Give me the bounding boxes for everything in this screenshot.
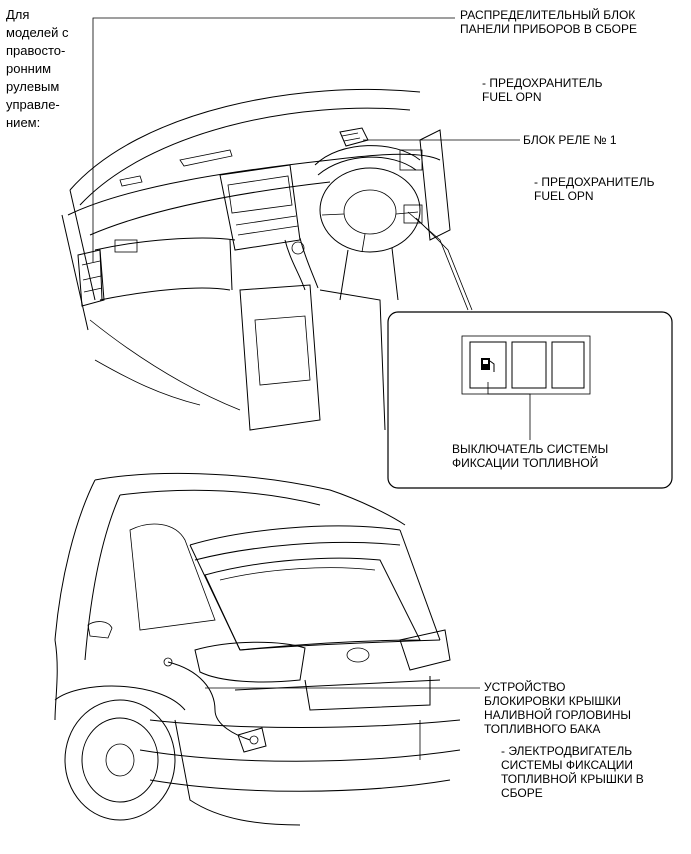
fuse-label-1: - ПРЕДОХРАНИТЕЛЬ FUEL OPN: [482, 76, 603, 104]
switch-callout: [387, 311, 673, 489]
side-note: Для моделей с правосто- ронним рулевым у…: [6, 7, 69, 130]
junction-block-label: РАСПРЕДЕЛИТЕЛЬНЫЙ БЛОК ПАНЕЛИ ПРИБОРОВ В…: [460, 8, 637, 36]
vehicle-rear-illustration: [54, 472, 461, 826]
switch-label: ВЫКЛЮЧАТЕЛЬ СИСТЕМЫ ФИКСАЦИИ ТОПЛИВНОЙ: [452, 442, 609, 470]
motor-label: - ЭЛЕКТРОДВИГАТЕЛЬ СИСТЕМЫ ФИКСАЦИИ ТОПЛ…: [501, 744, 644, 800]
fuse-label-2: - ПРЕДОХРАНИТЕЛЬ FUEL OPN: [534, 175, 655, 203]
dashboard-leader-lines: [92, 17, 520, 311]
dashboard-illustration: [61, 88, 451, 431]
fuel-pump-icon: [481, 358, 495, 372]
lock-device-label: УСТРОЙСТВО БЛОКИРОВКИ КРЫШКИ НАЛИВНОЙ ГО…: [484, 680, 632, 736]
relay-block-label: БЛОК РЕЛЕ № 1: [523, 133, 617, 147]
